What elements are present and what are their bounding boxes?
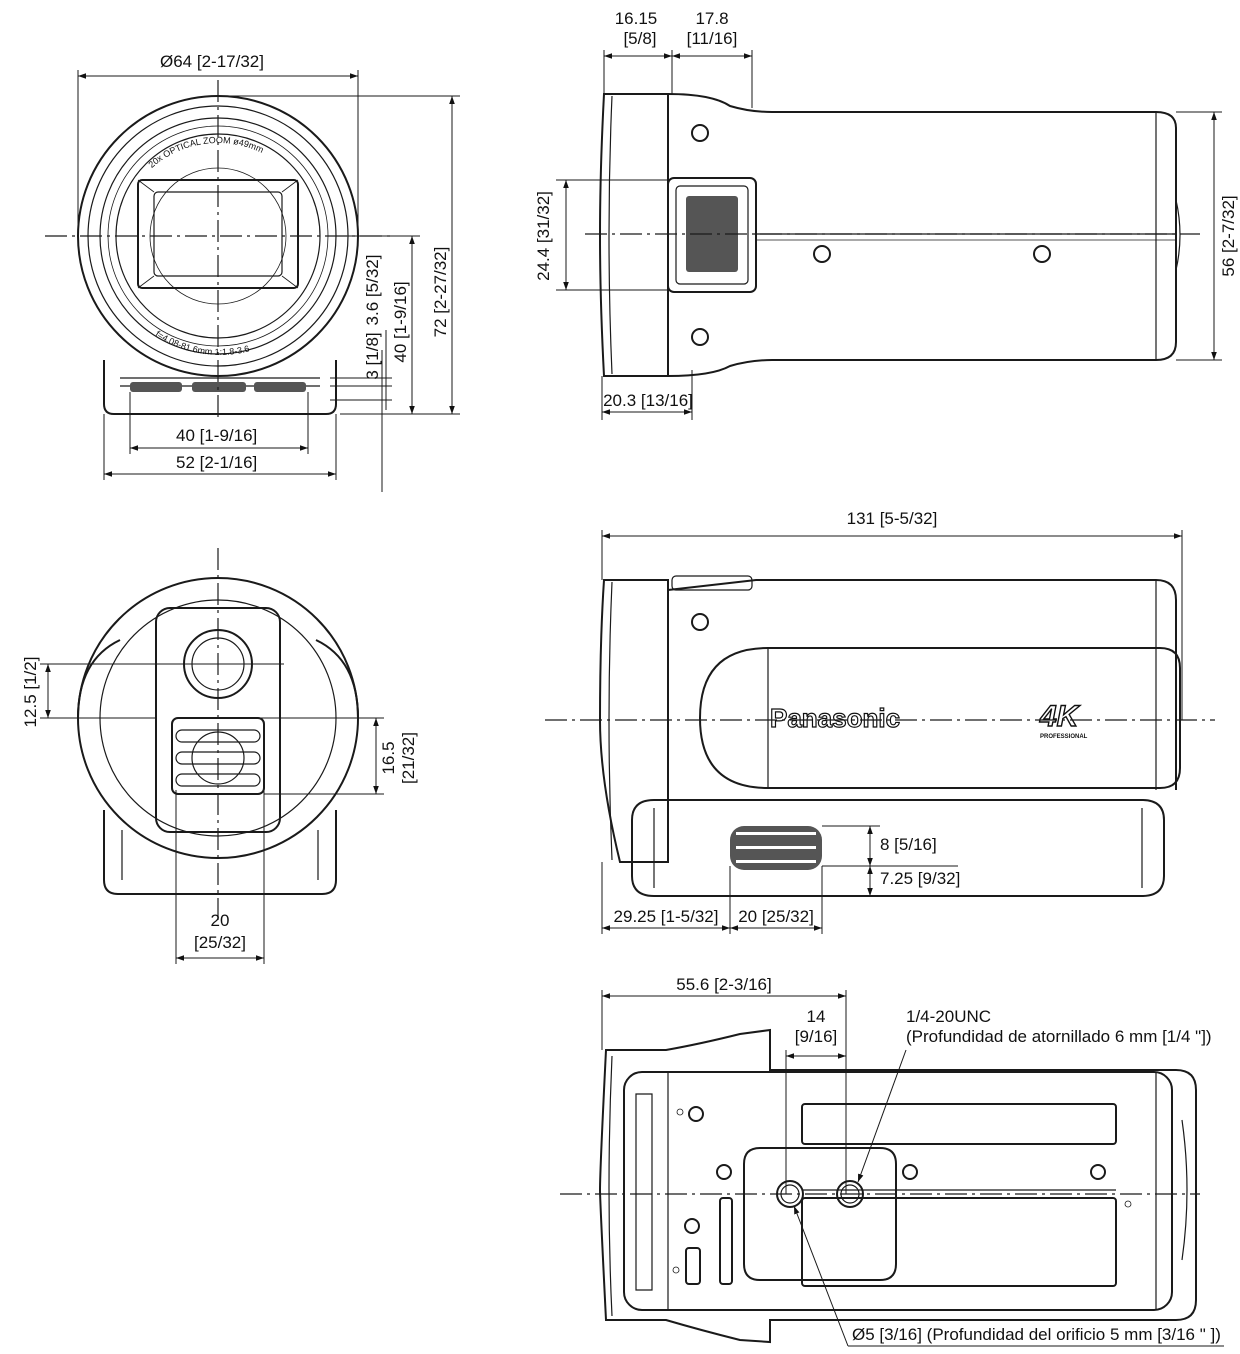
top-view: Panasonic 4K PROFESSIONAL 131 [5-5/32] 8… xyxy=(545,509,1215,934)
side-view: 16.15 [5/8] 17.8 [11/16] 24.4 [31/32] 56… xyxy=(534,9,1238,420)
rear-dim-16-5: 16.5 xyxy=(379,741,398,774)
front-body-outline xyxy=(103,360,337,415)
side-dim-16-15-in: [5/8] xyxy=(623,29,656,48)
rear-dim-20-in: [25/32] xyxy=(194,933,246,952)
front-dimensions xyxy=(77,70,460,492)
side-dim-20-3: 20.3 [13/16] xyxy=(603,391,693,410)
side-dim-56: 56 [2-7/32] xyxy=(1219,195,1238,276)
rear-dim-20: 20 xyxy=(211,911,230,930)
front-dim-3-6: 3.6 [5/32] xyxy=(363,255,382,326)
top-dim-29-25: 29.25 [1-5/32] xyxy=(614,907,719,926)
side-dimensions xyxy=(556,50,1222,420)
top-dim-20: 20 [25/32] xyxy=(738,907,814,926)
top-dimensions xyxy=(601,530,1183,934)
front-diameter-label: Ø64 [2-17/32] xyxy=(160,52,264,71)
rear-view: 12.5 [1/2] 16.5 [21/32] 20 [25/32] xyxy=(21,548,418,964)
top-dim-7-25: 7.25 [9/32] xyxy=(880,869,960,888)
4k-badge: 4K xyxy=(1039,700,1081,733)
bottom-view: 55.6 [2-3/16] 14 [9/16] 1/4-20UNC (Profu… xyxy=(560,975,1224,1347)
side-dim-16-15: 16.15 xyxy=(615,9,658,28)
rear-dim-16-5-in: [21/32] xyxy=(399,732,418,784)
side-body-outline xyxy=(598,93,1181,377)
bottom-body-outline xyxy=(598,1028,1197,1344)
bottom-dim-14: 14 xyxy=(807,1007,826,1026)
lens-bottom-text: f=4.08-81.6mm 1:1.8-3.6 xyxy=(154,329,251,357)
bottom-dim-55-6: 55.6 [2-3/16] xyxy=(676,975,771,994)
brand-logo: Panasonic xyxy=(770,703,900,733)
front-dim-52: 52 [2-1/16] xyxy=(176,453,257,472)
front-dim-3: 3 [1/8] xyxy=(363,332,382,379)
4k-badge-sub: PROFESSIONAL xyxy=(1040,734,1088,740)
front-dim-40-h: 40 [1-9/16] xyxy=(176,426,257,445)
top-dim-131: 131 [5-5/32] xyxy=(847,509,938,528)
bottom-dimensions xyxy=(601,990,1224,1347)
bottom-dim-14-in: [9/16] xyxy=(795,1027,838,1046)
rear-dimensions xyxy=(40,663,384,964)
front-dim-40-v: 40 [1-9/16] xyxy=(391,281,410,362)
front-view: 20x OPTICAL ZOOM ø49mm f=4.08-81.6mm 1:1… xyxy=(45,52,460,492)
side-dim-17-8-in: [11/16] xyxy=(687,29,738,48)
front-dim-72: 72 [2-27/32] xyxy=(431,247,450,338)
side-dim-17-8: 17.8 xyxy=(695,9,728,28)
top-body-outline xyxy=(598,575,1181,897)
side-dim-24-4: 24.4 [31/32] xyxy=(534,191,553,281)
top-dim-8: 8 [5/16] xyxy=(880,835,937,854)
tripod-thread-depth: (Profundidad de atornillado 6 mm [1/4 "]… xyxy=(906,1027,1212,1046)
rear-dim-12-5: 12.5 [1/2] xyxy=(21,657,40,728)
tripod-thread-label: 1/4-20UNC xyxy=(906,1007,991,1026)
positioning-hole-label: Ø5 [3/16] (Profundidad del orificio 5 mm… xyxy=(852,1325,1221,1344)
